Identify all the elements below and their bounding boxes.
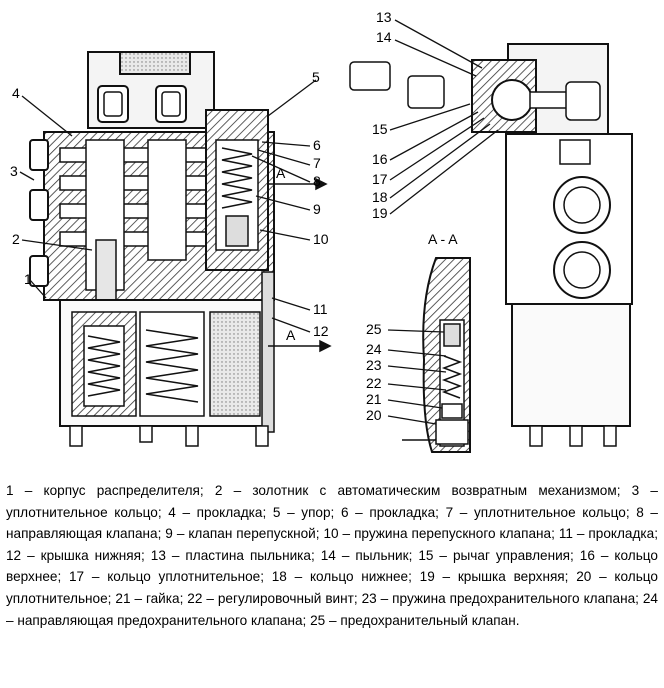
valve-distributor-diagram: A A A - A 4 3 2 1 5 6 7 8 9 10 11 12 13 …: [10, 9, 633, 453]
section-marker-upper: A: [276, 165, 286, 181]
callout-9: 9: [313, 201, 321, 217]
section-a-a: [402, 257, 471, 453]
callout-12: 12: [313, 323, 329, 339]
spool: [95, 239, 117, 307]
callout-6: 6: [313, 137, 321, 153]
section-arrows: [268, 177, 332, 353]
callout-24: 24: [366, 341, 382, 357]
callout-3: 3: [10, 163, 18, 179]
callout-22: 22: [366, 375, 382, 391]
callout-20: 20: [366, 407, 382, 423]
callout-5: 5: [312, 69, 320, 85]
callout-2: 2: [12, 231, 20, 247]
callout-13: 13: [376, 9, 392, 25]
return-spring: [87, 335, 121, 397]
parts-legend: 1 – корпус распределителя; 2 – золотник …: [6, 483, 658, 628]
left-main-view: [29, 51, 275, 447]
right-side-view: [349, 43, 633, 447]
callout-17: 17: [372, 171, 388, 187]
safety-valve: [443, 323, 461, 347]
leader-lines: [19, 19, 499, 425]
callout-11: 11: [313, 301, 328, 317]
callout-21: 21: [366, 391, 382, 407]
callout-19: 19: [372, 205, 388, 221]
callout-16: 16: [372, 151, 388, 167]
bypass-valve-spring: [221, 147, 253, 209]
callout-7: 7: [313, 155, 321, 171]
lever-ball: [491, 79, 533, 121]
callout-18: 18: [372, 189, 388, 205]
callout-8: 8: [313, 173, 321, 189]
callout-23: 23: [366, 357, 382, 373]
section-title: A - A: [428, 231, 458, 247]
callout-15: 15: [372, 121, 388, 137]
callout-1: 1: [24, 271, 32, 287]
callout-10: 10: [313, 231, 329, 247]
section-marker-lower: A: [286, 327, 296, 343]
callout-25: 25: [366, 321, 382, 337]
safety-valve-spring: [441, 355, 463, 399]
callout-14: 14: [376, 29, 392, 45]
callout-4: 4: [12, 85, 20, 101]
